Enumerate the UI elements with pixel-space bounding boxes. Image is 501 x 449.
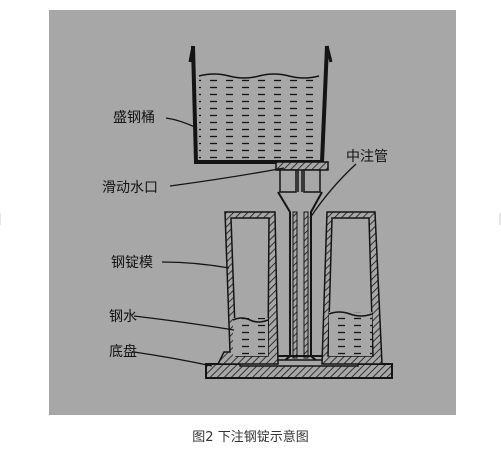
ingot-mold-right <box>321 211 383 365</box>
ladle-steel <box>199 76 319 160</box>
bottom-plate <box>205 352 393 379</box>
ladle <box>188 45 333 164</box>
molten-steel-left <box>233 318 268 356</box>
molten-steel-right <box>329 312 372 356</box>
label-slide-gate: 滑动水口 <box>102 180 158 196</box>
ingot-mold-left <box>216 211 279 365</box>
label-ladle: 盛钢桶 <box>113 110 155 126</box>
slide-gate <box>275 161 329 193</box>
label-bottom-plate: 底盘 <box>109 344 137 360</box>
figure-caption: 图2 下注钢锭示意图 <box>192 430 309 445</box>
label-ingot-mold: 钢锭模 <box>111 255 153 271</box>
leader-lines <box>133 117 357 367</box>
label-molten-steel: 钢水 <box>109 309 137 325</box>
center-runner <box>277 191 323 363</box>
label-center-runner: 中注管 <box>346 149 388 165</box>
